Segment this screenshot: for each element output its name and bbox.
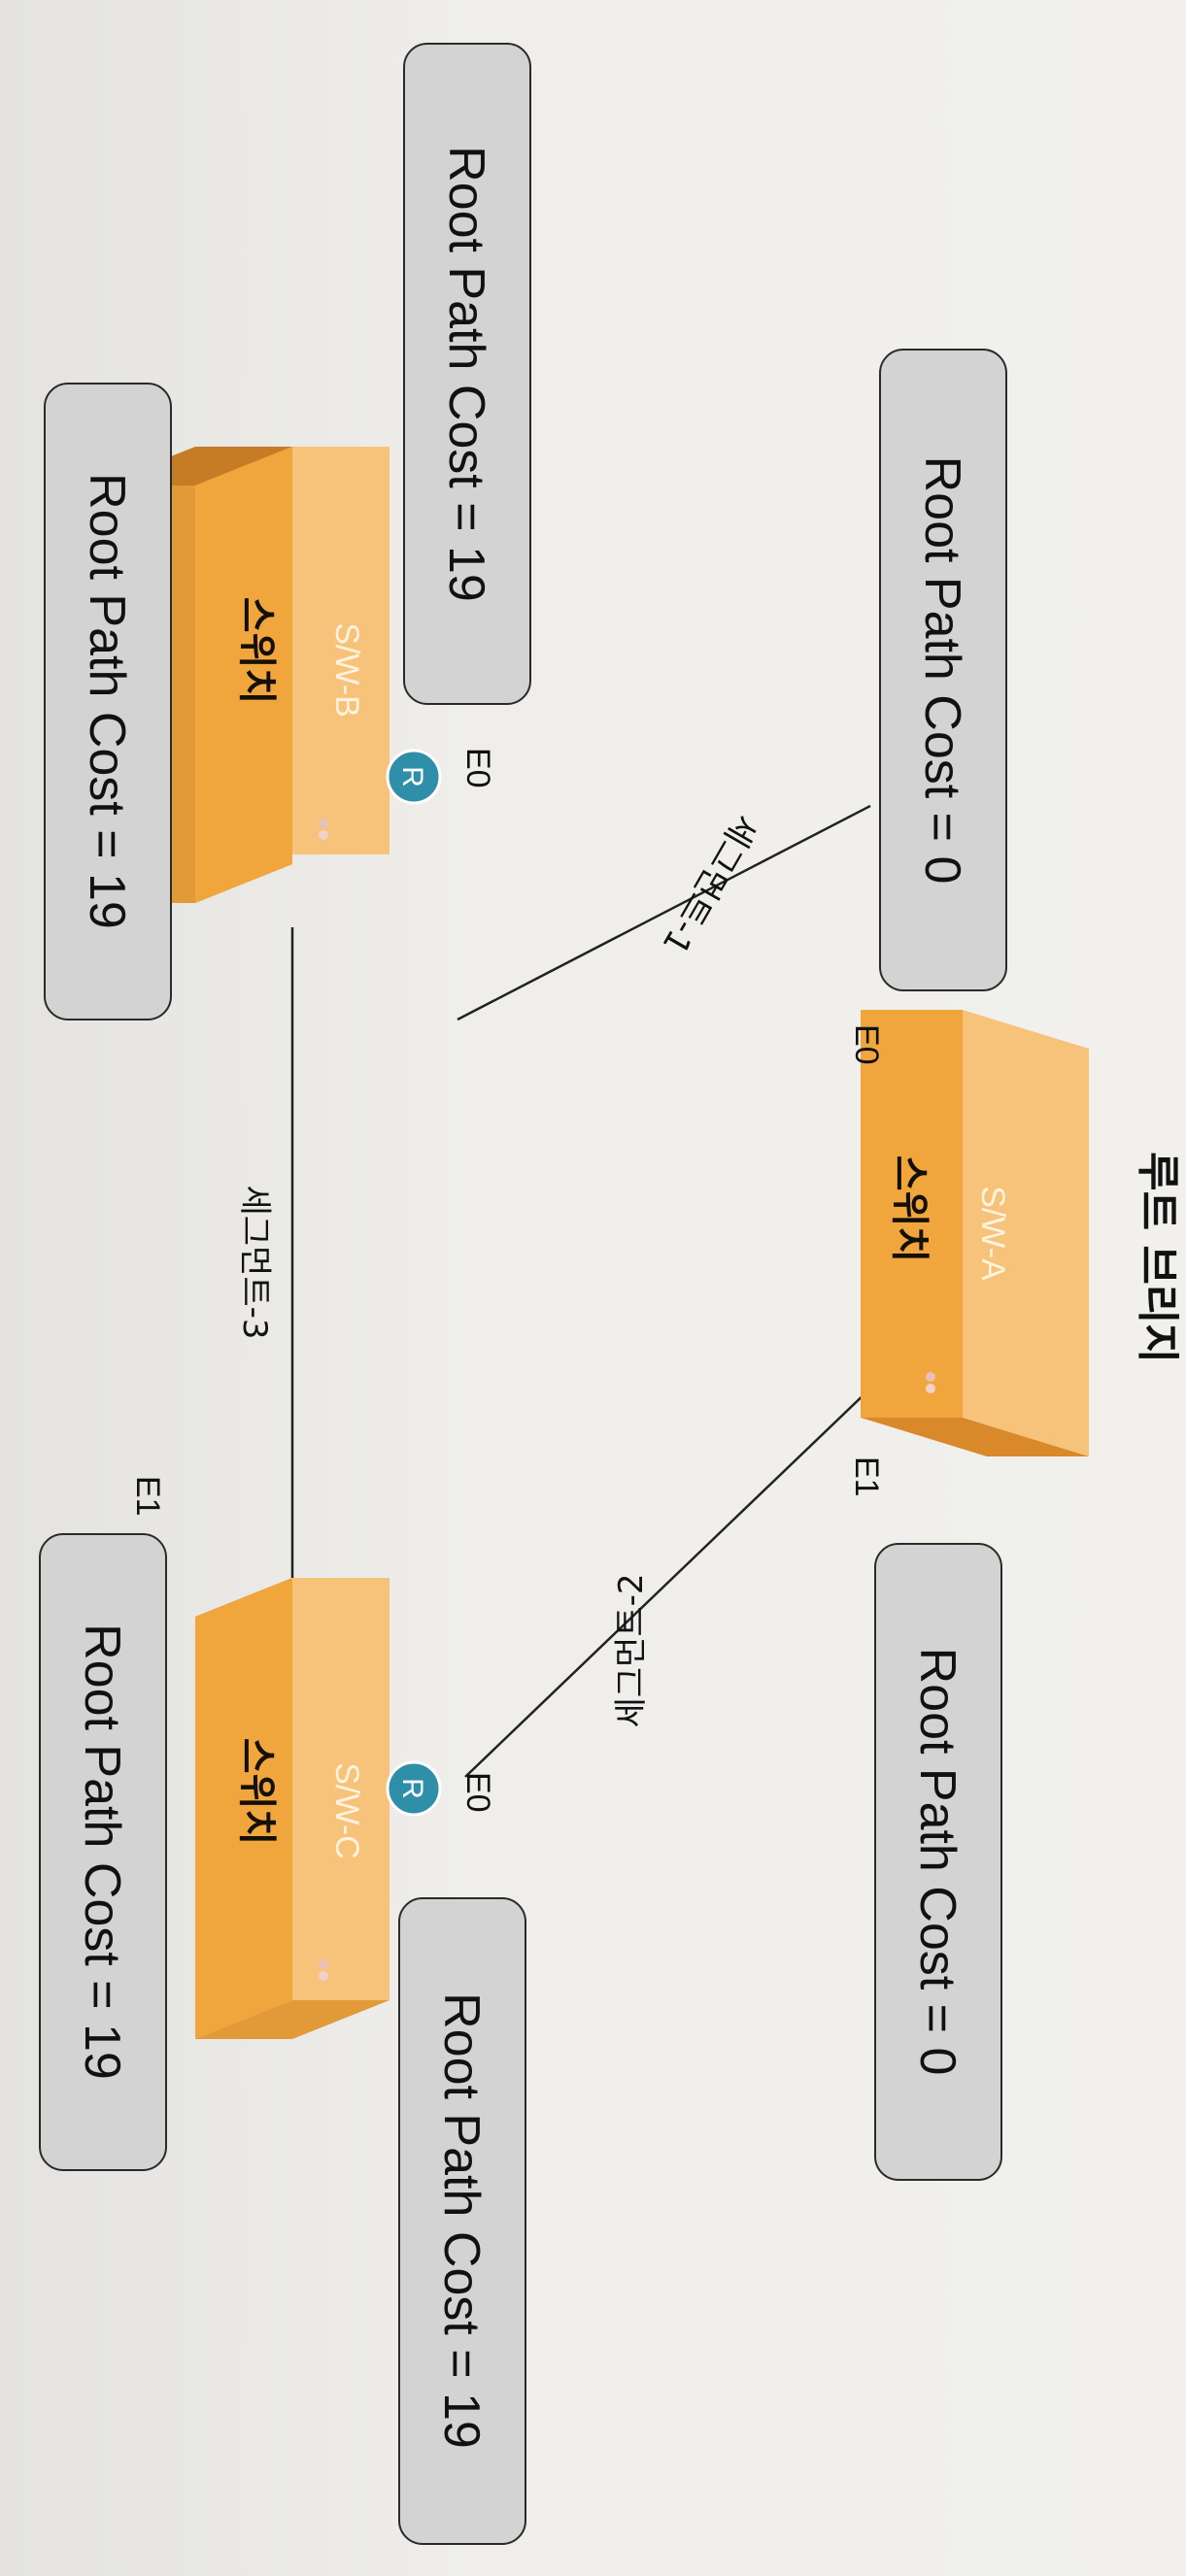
switch-b-upper-face <box>292 447 390 854</box>
root-path-cost-b-lower: Root Path Cost = 19 <box>44 383 172 1020</box>
switch-a: S/W-A 스위치 <box>861 1010 1089 1456</box>
switch-b-top-face <box>195 447 292 903</box>
switch-c-led <box>319 1971 328 1981</box>
switch-c-port-e0: E0 <box>459 1772 496 1813</box>
segment-1-label: 세그먼트-1 <box>654 808 764 961</box>
segment-1-link <box>457 804 871 1021</box>
switch-c-root-port-badge: R <box>386 1760 442 1817</box>
segment-2-link <box>464 1388 871 1778</box>
segment-3-label: 세그먼트-3 <box>235 1185 274 1339</box>
root-path-cost-b-upper: Root Path Cost = 19 <box>403 43 531 705</box>
root-port-badge-text: R <box>396 1778 428 1799</box>
root-port-badge-text: R <box>396 766 428 787</box>
segment-2-label: 세그먼트-2 <box>612 1573 651 1727</box>
switch-a-side-face <box>861 1418 1089 1456</box>
root-path-cost-c-upper: Root Path Cost = 19 <box>398 1897 526 2545</box>
switch-b-name: 스위치 <box>234 597 279 704</box>
switch-a-led <box>926 1372 935 1382</box>
switch-b-id: S/W-B <box>328 622 365 718</box>
root-path-cost-a-bottom: Root Path Cost = 0 <box>874 1543 1002 2181</box>
switch-a-id: S/W-A <box>974 1186 1011 1281</box>
root-path-cost-text: Root Path Cost = 0 <box>914 456 970 885</box>
root-path-cost-a-top: Root Path Cost = 0 <box>879 349 1007 991</box>
switch-a-front-face <box>861 1010 963 1418</box>
switch-c-front-face <box>195 1578 292 2039</box>
switch-c-id: S/W-C <box>328 1762 365 1858</box>
root-bridge-label: 루트 브리지 <box>1133 1152 1182 1363</box>
root-path-cost-text: Root Path Cost = 19 <box>79 473 135 929</box>
switch-c-port-e1: E1 <box>129 1476 166 1517</box>
switch-a-name: 스위치 <box>887 1155 932 1262</box>
switch-a-port-e1: E1 <box>848 1456 885 1497</box>
switch-b-root-port-badge: R <box>386 749 442 805</box>
root-path-cost-c-lower: Root Path Cost = 19 <box>39 1533 167 2171</box>
switch-c: S/W-C 스위치 <box>195 1578 390 2039</box>
switch-a-top-face <box>963 1010 1089 1456</box>
root-path-cost-text: Root Path Cost = 0 <box>909 1648 966 2076</box>
switch-c-name: 스위치 <box>234 1738 279 1845</box>
root-path-cost-text: Root Path Cost = 19 <box>74 1623 130 2080</box>
switch-a-port-e0: E0 <box>848 1024 885 1065</box>
switch-c-led <box>319 1959 328 1969</box>
root-path-cost-text: Root Path Cost = 19 <box>438 146 494 602</box>
switch-b-led <box>319 830 328 840</box>
switch-b-led <box>319 819 328 828</box>
switch-c-upper-face <box>292 1578 390 2000</box>
switch-b-port-e0: E0 <box>459 748 496 788</box>
switch-a-led <box>926 1384 935 1393</box>
root-path-cost-text: Root Path Cost = 19 <box>433 1992 490 2449</box>
